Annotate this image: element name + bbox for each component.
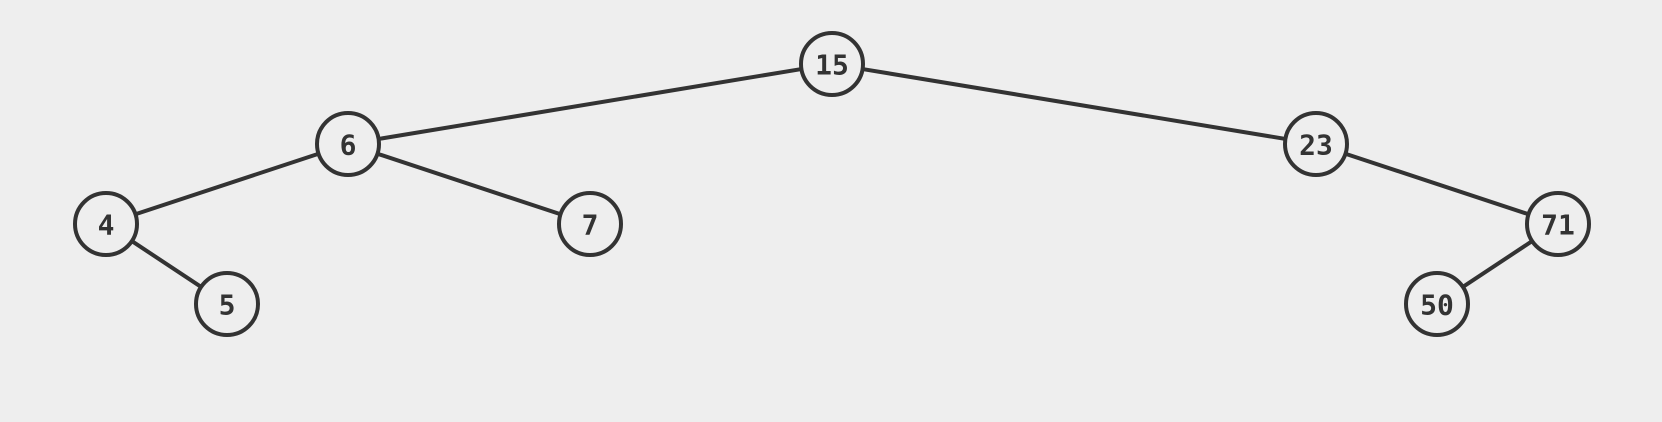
tree-node-circle [557,191,623,257]
tree-node-label: 50 [1420,289,1454,322]
tree-node-23: 23 [1283,111,1349,177]
tree-node-circle [799,31,865,97]
tree-node-label: 5 [219,289,236,322]
tree-edge-6-4 [133,151,321,217]
tree-node-circle [1525,191,1591,257]
tree-edge-23-71 [1343,151,1531,217]
tree-node-7: 7 [557,191,623,257]
tree-node-label: 15 [815,49,849,82]
tree-node-label: 23 [1299,129,1333,162]
tree-node-circle [315,111,381,177]
tree-edge-4-5 [129,239,204,289]
tree-node-circle [194,271,260,337]
tree-node-circle [1404,271,1470,337]
tree-node-label: 7 [582,209,599,242]
tree-node-label: 4 [98,209,115,242]
tree-node-50: 50 [1404,271,1470,337]
tree-node-circle [73,191,139,257]
tree-edges [129,67,1535,289]
tree-node-label: 71 [1541,209,1575,242]
tree-node-circle [1283,111,1349,177]
tree-node-5: 5 [194,271,260,337]
tree-edge-71-50 [1460,239,1535,289]
tree-node-4: 4 [73,191,139,257]
tree-edge-15-23 [860,67,1288,141]
tree-edge-15-6 [376,67,804,141]
tree-edge-6-7 [375,151,563,217]
tree-node-71: 71 [1525,191,1591,257]
tree-node-15: 15 [799,31,865,97]
tree-node-label: 6 [340,129,357,162]
tree-node-6: 6 [315,111,381,177]
